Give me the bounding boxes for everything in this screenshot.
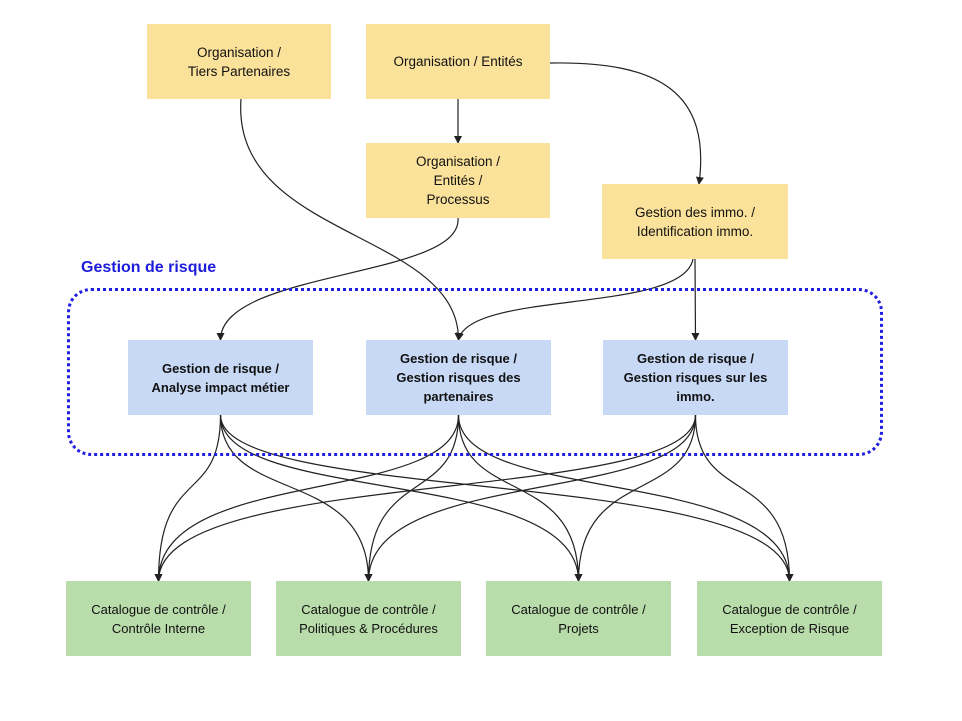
connector-risk_immo-to-cat_projets — [574, 414, 697, 582]
node-risk-analyse-impact-metier[interactable]: Gestion de risque / Analyse impact métie… — [128, 340, 313, 415]
connector-risk_partenaires-to-cat_projets — [457, 414, 583, 582]
node-catalogue-politiques-procedures[interactable]: Catalogue de contrôle / Politiques & Pro… — [276, 581, 461, 656]
node-risk-gestion-risques-partenaires[interactable]: Gestion de risque / Gestion risques des … — [366, 340, 551, 415]
connector-risk_immo-to-cat_controle — [154, 414, 697, 582]
connector-org_entites-to-gestion_immo — [549, 62, 704, 185]
node-risk-gestion-risques-immo[interactable]: Gestion de risque / Gestion risques sur … — [603, 340, 788, 415]
connector-risk_bia-to-cat_exception — [219, 414, 794, 582]
node-catalogue-controle-interne[interactable]: Catalogue de contrôle / Contrôle Interne — [66, 581, 251, 656]
connector-gestion_immo-to-risk_immo — [691, 258, 700, 341]
connector-risk_partenaires-to-cat_exception — [457, 414, 794, 582]
connector-risk_partenaires-to-cat_politiques — [364, 414, 460, 582]
connector-risk_immo-to-cat_politiques — [364, 414, 697, 582]
connector-risk_partenaires-to-cat_controle — [154, 414, 460, 582]
connector-org_processus-to-risk_bia — [216, 217, 459, 341]
connector-risk_immo-to-cat_exception — [694, 414, 794, 582]
node-gestion-immo-identification[interactable]: Gestion des immo. / Identification immo. — [602, 184, 788, 259]
node-organisation-entites-processus[interactable]: Organisation / Entités / Processus — [366, 143, 550, 218]
node-organisation-entites[interactable]: Organisation / Entités — [366, 24, 550, 99]
connector-risk_bia-to-cat_projets — [219, 414, 583, 582]
connector-risk_bia-to-cat_controle — [154, 414, 222, 582]
connector-risk_bia-to-cat_politiques — [219, 414, 373, 582]
node-catalogue-projets[interactable]: Catalogue de contrôle / Projets — [486, 581, 671, 656]
connector-gestion_immo-to-risk_partenaires — [455, 258, 694, 341]
connector-org_tiers-to-risk_partenaires — [240, 98, 463, 341]
node-organisation-tiers-partenaires[interactable]: Organisation / Tiers Partenaires — [147, 24, 331, 99]
risk-management-group-frame — [67, 288, 883, 456]
node-catalogue-exception-de-risque[interactable]: Catalogue de contrôle / Exception de Ris… — [697, 581, 882, 656]
risk-management-group-label: Gestion de risque — [81, 259, 217, 276]
